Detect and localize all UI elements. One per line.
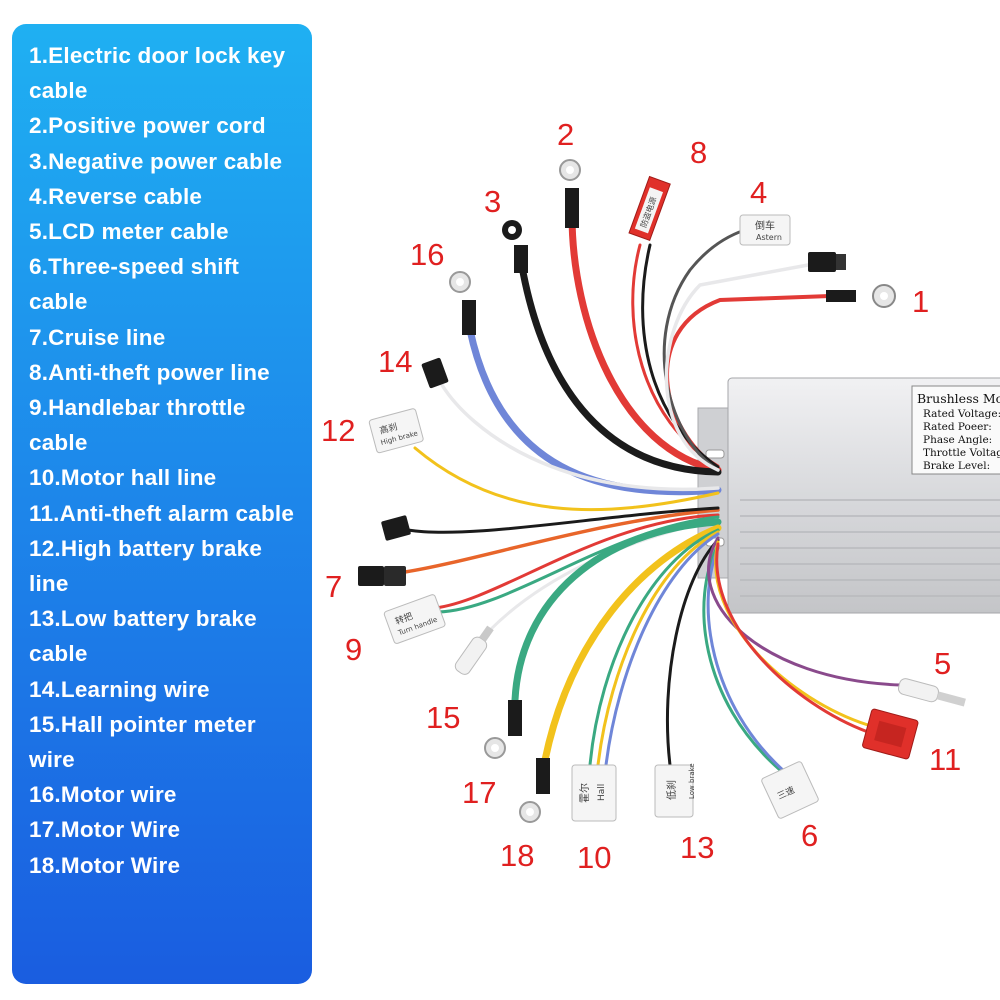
callout-number: 6 <box>801 818 818 853</box>
controller-label-line: Brushless Mot <box>917 391 1000 406</box>
plug-connector <box>808 252 846 272</box>
ring-terminal <box>502 220 528 273</box>
wire-white-top <box>664 263 810 472</box>
legend-item: 1.Electric door lock key cable <box>29 43 286 104</box>
callout-number: 14 <box>378 344 412 379</box>
wire-motor-blue <box>466 326 722 496</box>
plug-connector <box>358 566 406 586</box>
legend-item: 3.Negative power cable <box>29 148 283 174</box>
wire-motor-yellow <box>541 524 722 764</box>
wire-throttle-red <box>433 513 720 610</box>
wire-negative-power <box>516 251 722 476</box>
callout-number: 2 <box>557 117 574 152</box>
controller-label-line: Rated Voltage: <box>923 408 1000 420</box>
ring-terminal <box>449 271 476 335</box>
legend-panel: 1.Electric door lock key cable 2.Positive… <box>12 24 312 984</box>
legend-item: 4.Reverse cable <box>29 183 203 209</box>
low-brake-connector: 低刹 Low brake <box>654 763 696 818</box>
reverse-tag-cn: 倒车 <box>755 219 775 232</box>
legend-item: 12.High battery brake line <box>29 535 263 597</box>
low-brake-tag-en: Low brake <box>688 763 696 799</box>
hall-tag-cn: 霍尔 <box>578 783 591 803</box>
controller-label-line: Phase Angle: <box>923 434 992 446</box>
callout-number: 1 <box>912 284 929 319</box>
wire-alarm-red <box>715 542 870 734</box>
callout-number: 10 <box>577 840 611 875</box>
wire-three-speed-b <box>706 546 787 774</box>
legend-item: 2.Positive power cord <box>29 113 266 139</box>
ring-terminal <box>559 159 581 228</box>
wire-motor-green <box>511 518 722 704</box>
wire-hall-green <box>588 528 720 767</box>
callout-number: 4 <box>750 175 767 210</box>
legend-item: 13.Low battery brake cable <box>29 606 257 667</box>
controller-label-line: Rated Poeer: <box>923 421 992 433</box>
callout-number: 9 <box>345 632 362 667</box>
plug-connector <box>421 357 449 389</box>
callout-number: 15 <box>426 700 460 735</box>
antitheft-power-connector: 防盗电源 <box>628 175 671 242</box>
legend-item: 14.Learning wire <box>29 676 210 702</box>
ring-terminal <box>484 700 522 759</box>
ring-terminal <box>519 758 550 823</box>
callout-number: 17 <box>462 775 496 810</box>
controller-label-line: Throttle Voltag <box>923 447 1000 459</box>
callout-number: 3 <box>484 184 501 219</box>
legend-list: 1.Electric door lock key cable 2.Positive… <box>29 38 302 883</box>
legend-item: 6.Three-speed shift cable <box>29 254 240 315</box>
controller-label: Brushless Mot Rated Voltage: Rated Poeer… <box>917 391 1000 472</box>
wire-positive-power <box>568 211 722 474</box>
wire-cruise-black <box>406 506 720 534</box>
legend-item: 17.Motor Wire <box>29 817 181 843</box>
wire-bundle <box>403 211 902 774</box>
wire-cruise <box>403 508 720 574</box>
legend-item: 16.Motor wire <box>29 782 177 808</box>
alarm-connector <box>862 708 919 760</box>
legend-item: 9.Handlebar throttle cable <box>29 395 246 456</box>
callout-number: 13 <box>680 830 714 865</box>
bullet-connector <box>454 625 494 675</box>
callout-number: 5 <box>934 646 951 681</box>
high-brake-connector: 高刹 High brake <box>368 408 424 454</box>
wire-high-brake <box>413 446 720 512</box>
reverse-connector: 倒车 Astern <box>739 214 791 246</box>
wire-hall-blue <box>604 532 720 767</box>
three-speed-connector: 三速 <box>761 761 819 819</box>
callout-number: 11 <box>929 742 961 777</box>
legend-item: 8.Anti-theft power line <box>29 359 270 385</box>
legend-item: 10.Motor hall line <box>29 465 217 491</box>
callout-labels: 1 2 3 4 5 6 7 8 9 10 11 12 13 14 15 16 1… <box>321 117 961 875</box>
callout-number: 12 <box>321 413 355 448</box>
legend-item: 15.Hall pointer meter wire <box>29 711 256 773</box>
legend-item: 5.LCD meter cable <box>29 219 229 245</box>
reverse-tag-en: Astern <box>756 233 782 242</box>
plug-connector <box>381 515 411 541</box>
callout-number: 7 <box>325 569 342 604</box>
hall-connector: 霍尔 Hall <box>571 764 617 822</box>
callout-number: 16 <box>410 237 444 272</box>
wire-learning <box>440 383 720 491</box>
low-brake-tag-cn: 低刹 <box>665 780 678 800</box>
lcd-connector <box>897 678 966 707</box>
wire-hall-yellow <box>596 530 720 767</box>
legend-item: 11.Anti-theft alarm cable <box>29 500 295 526</box>
callout-number: 18 <box>500 838 534 873</box>
wire-low-brake <box>665 538 720 767</box>
wire-reverse <box>662 228 747 472</box>
throttle-connector: 转把 Turn handle <box>383 594 446 644</box>
ring-terminal <box>826 284 896 308</box>
legend-item: 18.Motor Wire <box>29 852 181 878</box>
legend-item: 7.Cruise line <box>29 324 166 350</box>
controller-label-line: Brake Level: <box>923 460 990 472</box>
callout-number: 8 <box>690 135 707 170</box>
hall-tag-en: Hall <box>597 784 607 801</box>
